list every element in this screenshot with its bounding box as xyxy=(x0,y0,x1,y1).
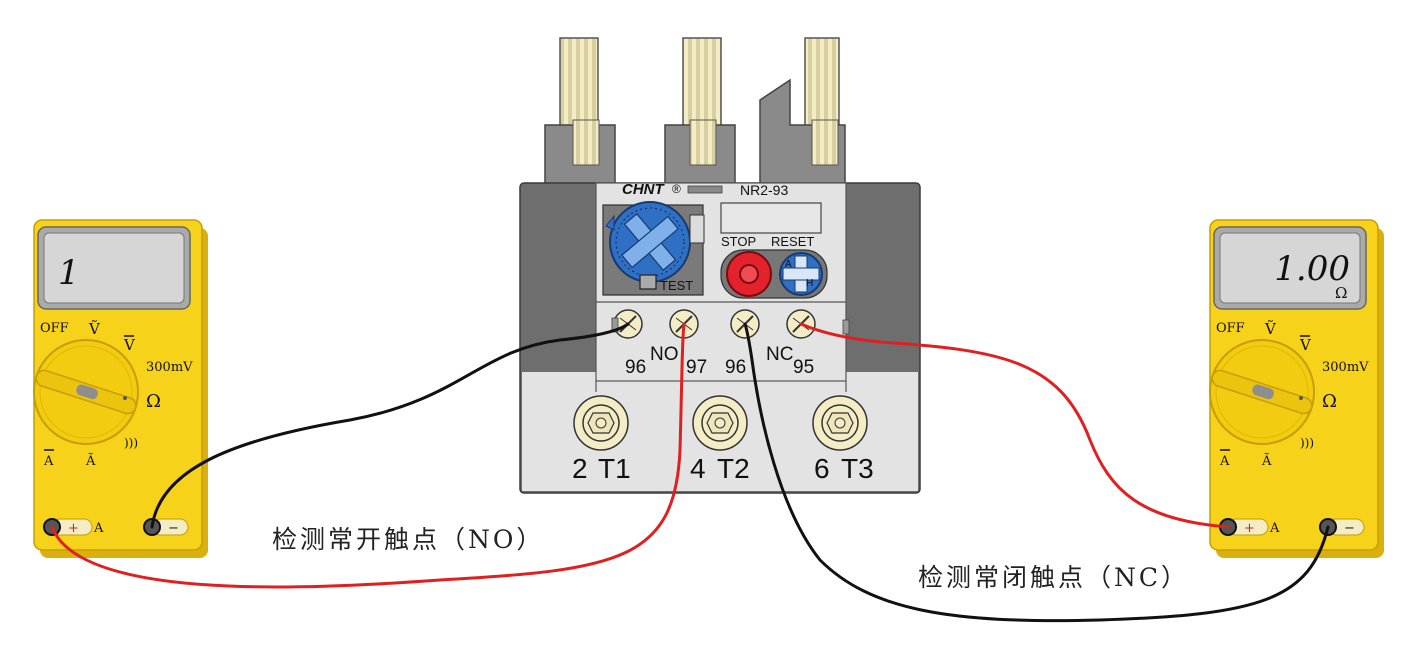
model-label: NR2-93 xyxy=(740,182,788,198)
meter-right-vac-label: Ṽ xyxy=(1264,320,1277,338)
meter-left-reading: 1 xyxy=(58,253,80,293)
brand-underline-bar xyxy=(687,185,723,194)
meter-right-plus-sign: + xyxy=(1244,521,1255,536)
meter-right-reading: 1.00 xyxy=(1274,249,1350,289)
meter-left-mv-label: 300mV xyxy=(146,360,193,375)
meter-right-buzzer-icon: ))) xyxy=(1300,436,1314,450)
reset-letter-a: A xyxy=(785,259,792,270)
main-terminal-name-2: T2 xyxy=(717,453,750,484)
meter-right-unit: Ω xyxy=(1335,284,1347,302)
dial-pointer-icon xyxy=(605,214,615,231)
reset-label: RESET xyxy=(771,234,814,249)
meter-left-vac-label: Ṽ xyxy=(88,320,101,338)
multimeter-left: 1 OFF Ṽ V 300mV Ω ))) A Ã + A − xyxy=(33,219,208,558)
thermal-overload-relay: CHNT ® NR2-93 TEST STOP RESET A H xyxy=(519,37,921,494)
aux-terminal-label-2: 97 xyxy=(686,357,707,378)
test-label: TEST xyxy=(660,278,693,293)
caption-nc-test: 检测常闭触点（NC） xyxy=(918,563,1189,592)
setting-window xyxy=(720,202,822,234)
meter-right-off-label: OFF xyxy=(1216,321,1245,336)
test-button[interactable] xyxy=(639,274,657,290)
wire-left-black xyxy=(150,322,630,529)
aux-terminal-label-4: 95 xyxy=(793,357,814,378)
meter-right-screen xyxy=(1219,232,1361,304)
meter-right-aac-label: Ã xyxy=(1261,453,1272,469)
reset-letter-h: H xyxy=(806,278,813,289)
multimeter-right: 1.00 Ω OFF Ṽ V 300mV Ω ))) A Ã + A − xyxy=(1209,219,1384,558)
meter-right-ohm-label: Ω xyxy=(1322,391,1337,412)
meter-left-screen xyxy=(43,232,185,304)
meter-left-buzzer-icon: ))) xyxy=(124,436,138,450)
main-terminal-t1[interactable] xyxy=(573,395,629,451)
wire-right-red xyxy=(799,322,1230,529)
nc-label: NC xyxy=(766,344,793,365)
meter-right-adc-label: A xyxy=(1219,454,1230,469)
main-terminal-name-3: T3 xyxy=(841,453,874,484)
wire-right-black xyxy=(743,322,1330,623)
main-terminal-num-2: 4 xyxy=(690,453,706,484)
meter-left-plus-sign: + xyxy=(68,521,79,536)
dial-grip-marks xyxy=(615,207,685,277)
dial-cross-icon xyxy=(621,213,679,271)
meter-left-ohm-label: Ω xyxy=(146,391,161,412)
side-tab xyxy=(689,214,705,244)
no-label: NO xyxy=(650,344,679,365)
probe-wires xyxy=(50,322,1330,623)
reset-cross-icon xyxy=(782,255,820,293)
meter-left-adc-label: A xyxy=(43,454,54,469)
main-terminal-num-3: 6 xyxy=(814,453,830,484)
main-terminal-num-1: 2 xyxy=(572,453,588,484)
wire-left-red xyxy=(50,322,686,589)
meter-right-vdc-label: V xyxy=(1299,336,1312,354)
meter-right-minus-sign: − xyxy=(1344,521,1355,536)
brand-logo: CHNT xyxy=(622,181,665,198)
main-terminal-t3[interactable] xyxy=(812,395,868,451)
main-terminal-t2[interactable] xyxy=(692,395,748,451)
main-terminal-name-1: T1 xyxy=(598,453,631,484)
stop-label: STOP xyxy=(721,234,756,249)
meter-right-plus-label: A xyxy=(1269,521,1280,536)
aux-terminal-label-3: 96 xyxy=(725,357,746,378)
top-connection-bars xyxy=(544,37,846,196)
main-terminal-nuts xyxy=(573,395,868,451)
caption-no-test: 检测常开触点（NO） xyxy=(272,525,544,554)
meter-left-vdc-label: V xyxy=(123,336,136,354)
aux-terminal-label-1: 96 xyxy=(625,357,646,378)
meter-left-aac-label: Ã xyxy=(85,453,96,469)
registered-mark: ® xyxy=(672,182,681,196)
meter-left-off-label: OFF xyxy=(40,321,69,336)
meter-right-mv-label: 300mV xyxy=(1322,360,1369,375)
meter-left-plus-label: A xyxy=(93,521,104,536)
meter-left-minus-sign: − xyxy=(168,521,179,536)
